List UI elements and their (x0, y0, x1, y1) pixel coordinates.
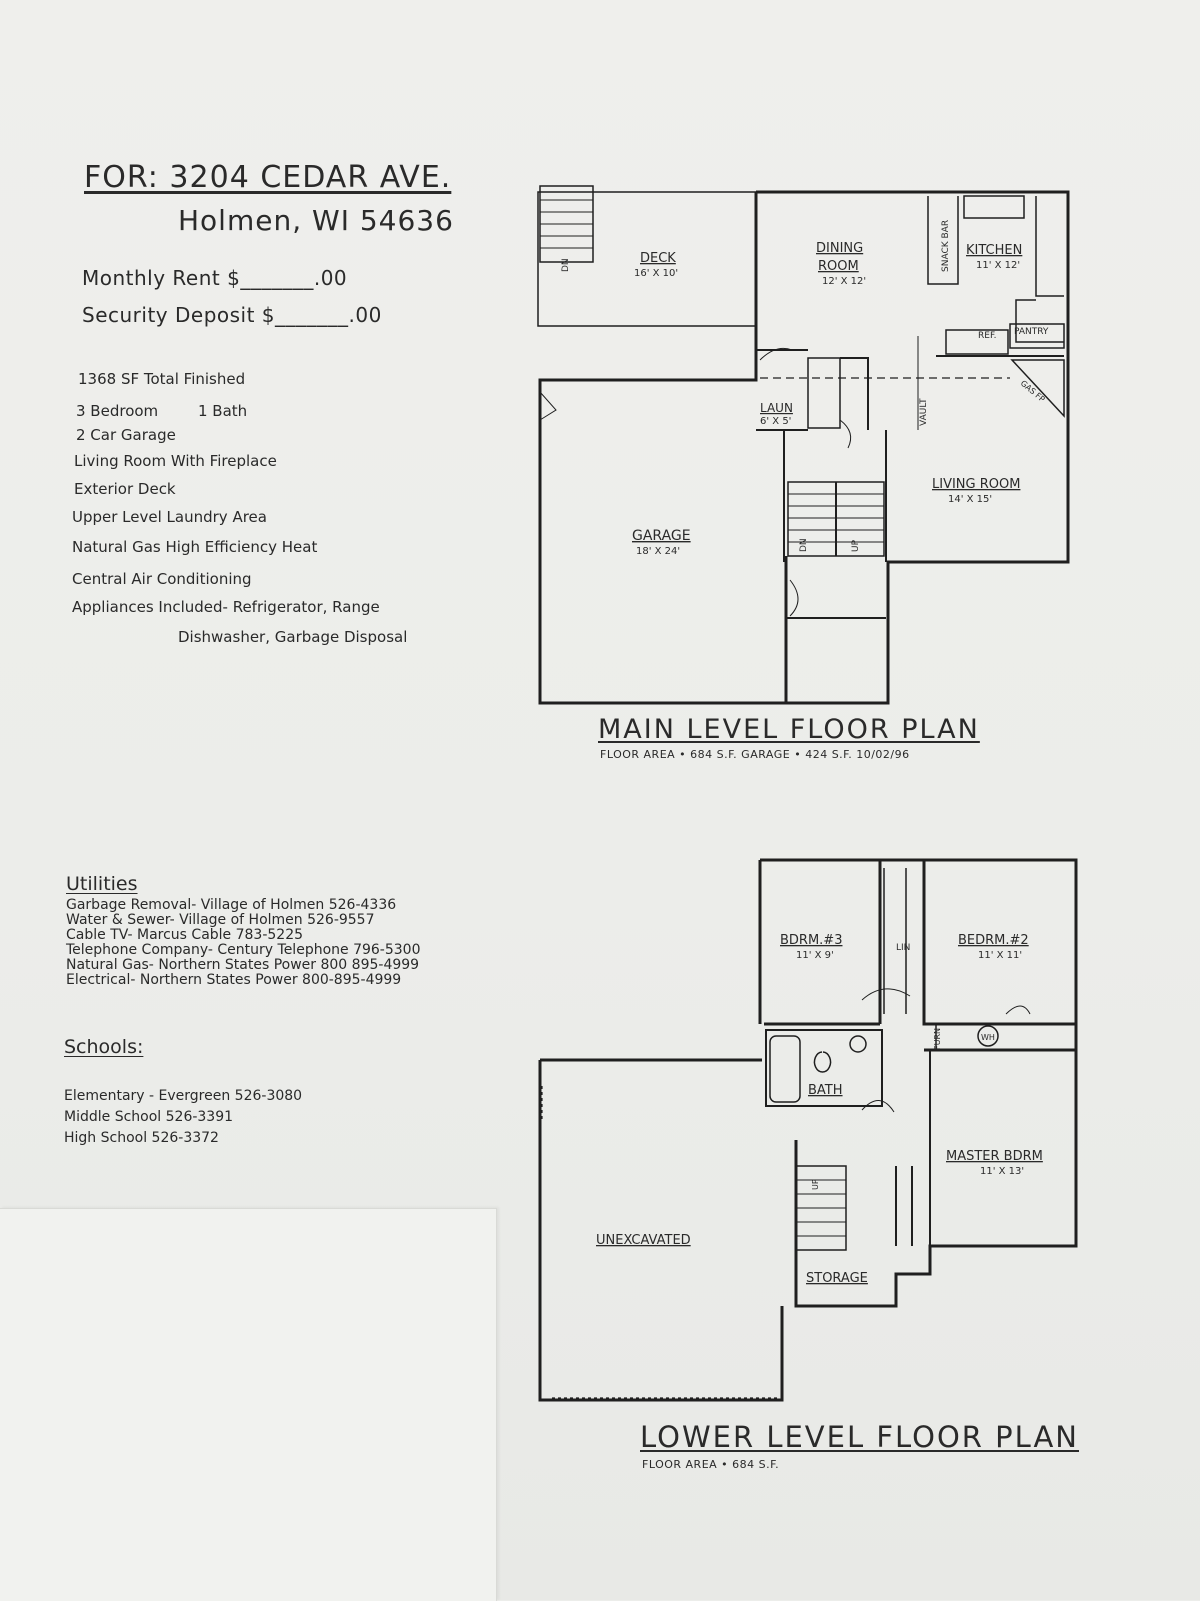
feature-item: Dishwasher, Garbage Disposal (178, 628, 408, 646)
feature-item: 1 Bath (198, 402, 248, 420)
room-size-garage: 18' X 24' (636, 546, 680, 557)
room-label-deck: DECK (640, 251, 676, 266)
room-size-master: 11' X 13' (980, 1166, 1024, 1177)
room-label-laundry: LAUN (760, 401, 793, 415)
label-up-stair: UP (851, 539, 861, 552)
room-size-deck: 16' X 10' (634, 268, 678, 279)
room-size-kitchen: 11' X 12' (976, 260, 1020, 271)
feature-item: 3 Bedroom (76, 402, 159, 420)
label-water-heater: WH (981, 1033, 995, 1042)
label-vault: VAULT (919, 398, 929, 426)
room-label-unexcavated: UNEXCAVATED (596, 1233, 691, 1248)
feature-item: Natural Gas High Efficiency Heat (72, 538, 318, 556)
label-pantry: PANTRY (1014, 327, 1049, 337)
utilities-list: Garbage Removal- Village of Holmen 526-4… (66, 898, 420, 988)
room-size-bdrm3: 11' X 9' (796, 950, 834, 961)
address-line-1: FOR: 3204 CEDAR AVE. (84, 160, 452, 195)
utilities-heading: Utilities (66, 873, 138, 895)
label-dn-stair: DN (799, 538, 809, 552)
school-item: Middle School 526-3391 (64, 1109, 234, 1125)
address-line-2: Holmen, WI 54636 (178, 204, 454, 237)
room-label-master: MASTER BDRM (946, 1149, 1043, 1164)
label-snack-bar: SNACK BAR (941, 220, 951, 272)
label-ref: REF. (978, 331, 997, 341)
feature-item: Living Room With Fireplace (74, 452, 277, 470)
room-size-bdrm2: 11' X 11' (978, 950, 1022, 961)
feature-item: Upper Level Laundry Area (72, 508, 267, 526)
label-up-stair-lower: UP (811, 1179, 820, 1190)
utility-item: Cable TV- Marcus Cable 783-5225 (66, 927, 304, 943)
label-furnace: FURN (933, 1028, 942, 1050)
utility-item: Electrical- Northern States Power 800-89… (66, 972, 402, 988)
utility-item: Telephone Company- Century Telephone 796… (66, 942, 421, 958)
room-label-dining-2: ROOM (818, 259, 859, 274)
room-size-living: 14' X 15' (948, 494, 992, 505)
main-plan-title: MAIN LEVEL FLOOR PLAN (598, 714, 980, 745)
room-size-laundry: 6' X 5' (760, 416, 791, 427)
lower-plan-subtitle: FLOOR AREA • 684 S.F. (642, 1458, 780, 1471)
room-label-garage: GARAGE (632, 528, 691, 544)
feature-item: 2 Car Garage (76, 426, 176, 444)
label-linen: LIN (896, 943, 910, 953)
main-plan-subtitle: FLOOR AREA • 684 S.F. GARAGE • 424 S.F. … (600, 748, 910, 761)
room-label-bdrm3: BDRM.#3 (780, 933, 842, 948)
room-size-dining: 12' X 12' (822, 276, 866, 287)
feature-item: 1368 SF Total Finished (78, 370, 246, 388)
room-label-living: LIVING ROOM (932, 477, 1020, 492)
monthly-rent: Monthly Rent $_______.00 (82, 266, 348, 290)
security-deposit: Security Deposit $_______.00 (82, 303, 382, 327)
utility-item: Garbage Removal- Village of Holmen 526-4… (66, 897, 397, 913)
feature-item: Appliances Included- Refrigerator, Range (72, 598, 380, 616)
room-label-dining: DINING (816, 241, 863, 256)
utility-item: Natural Gas- Northern States Power 800 8… (66, 957, 420, 973)
school-item: High School 526-3372 (64, 1130, 219, 1146)
schools-list: Elementary - Evergreen 526-3080 Middle S… (64, 1086, 302, 1149)
room-label-bdrm2: BEDRM.#2 (958, 933, 1029, 948)
school-item: Elementary - Evergreen 526-3080 (64, 1088, 303, 1104)
room-label-kitchen: KITCHEN (966, 243, 1022, 258)
room-label-bath: BATH (808, 1083, 843, 1098)
room-label-storage: STORAGE (806, 1271, 868, 1286)
feature-item: Central Air Conditioning (72, 570, 252, 588)
lower-plan-title: LOWER LEVEL FLOOR PLAN (640, 1420, 1079, 1454)
underlying-sheet (0, 1208, 497, 1601)
utility-item: Water & Sewer- Village of Holmen 526-955… (66, 912, 375, 928)
feature-item: Exterior Deck (74, 480, 176, 498)
schools-heading: Schools: (64, 1036, 144, 1058)
label-dn-deck: DN (561, 258, 571, 272)
